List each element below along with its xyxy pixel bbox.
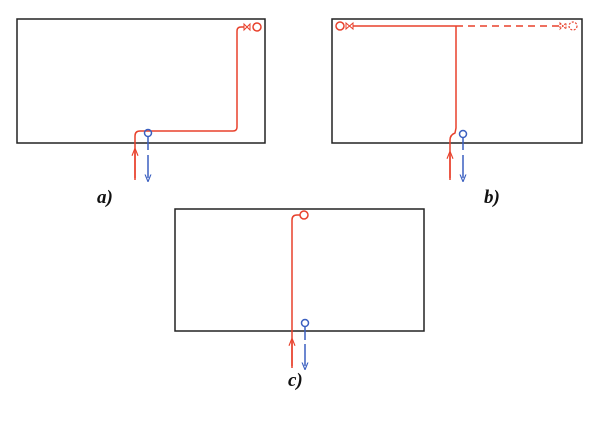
radiator-outlet-icon (252, 22, 262, 32)
panel-c: c) (174, 208, 425, 391)
panel-label-a: a) (97, 187, 113, 208)
return-inlet-icon (300, 318, 310, 328)
room-outline-b (331, 18, 583, 144)
valve-icon (243, 22, 251, 32)
panel-label-b: b) (484, 187, 500, 208)
panel-label-c: c) (288, 370, 303, 391)
room-outline-c (174, 208, 425, 332)
return-inlet-icon (458, 129, 468, 139)
valve-icon-dashed (559, 21, 567, 31)
radiator-outlet-icon (299, 210, 309, 220)
return-inlet-icon (143, 128, 153, 138)
supply-pipe-c (291, 214, 300, 366)
supply-pipe-b (353, 25, 457, 178)
room-outline-a (16, 18, 266, 144)
valve-icon (345, 21, 354, 31)
radiator-outlet-icon (335, 21, 345, 31)
panel-b: b) (331, 18, 583, 208)
panel-a: a) (16, 18, 266, 208)
supply-pipe-a (134, 26, 244, 178)
radiator-outlet-icon-dashed (568, 21, 578, 31)
